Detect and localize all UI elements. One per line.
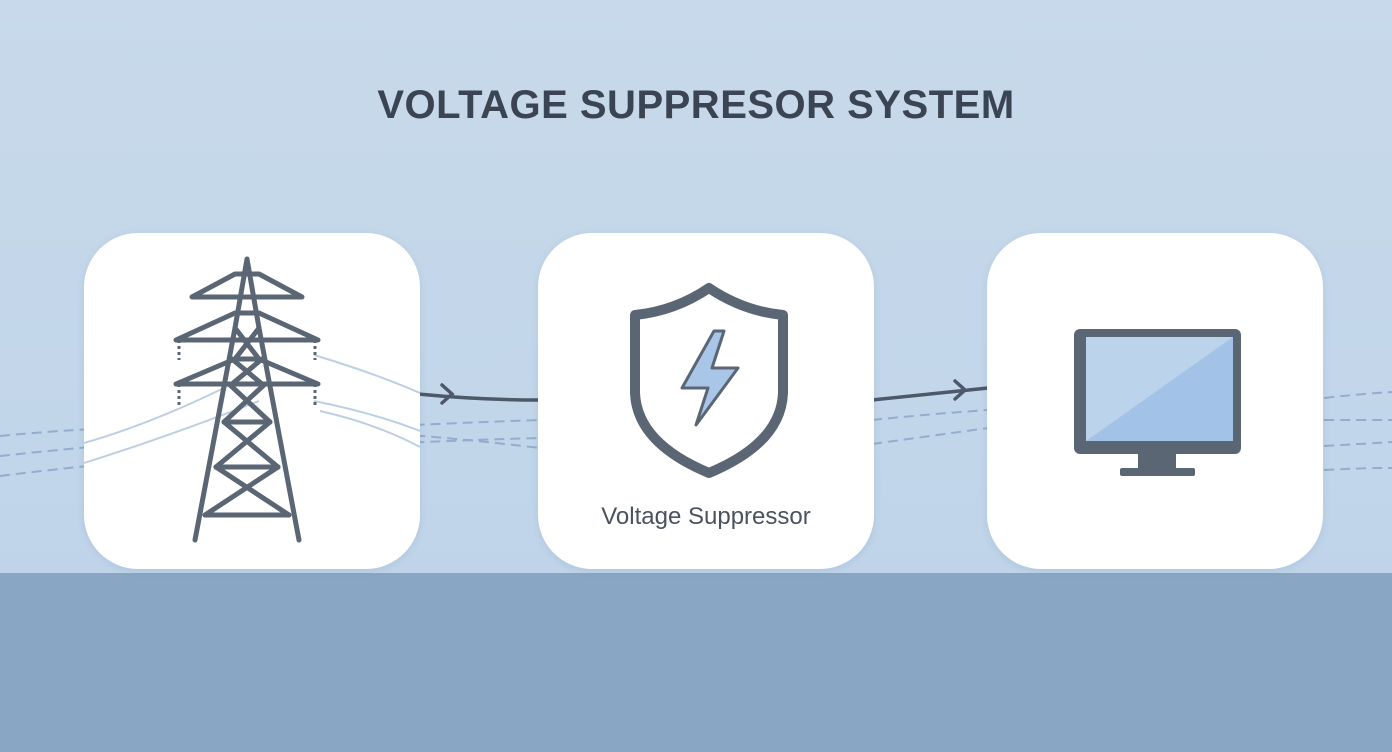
voltage-suppressor-card: Voltage Suppressor bbox=[538, 233, 874, 569]
monitor-icon bbox=[1074, 329, 1241, 476]
ground-band bbox=[0, 573, 1392, 752]
power-source-card bbox=[84, 233, 420, 569]
dashed-wire-right-1 bbox=[1323, 391, 1392, 399]
page-title: VOLTAGE SUPPRESOR SYSTEM bbox=[377, 83, 1015, 127]
dashed-wire-mid-1 bbox=[871, 409, 989, 421]
dashed-wire-right-4 bbox=[1323, 467, 1392, 471]
dashed-wire-right-3 bbox=[1323, 441, 1392, 447]
arrow-icon bbox=[953, 379, 968, 401]
wire-suppressor-to-device bbox=[870, 386, 990, 402]
dashed-wire-left-2 bbox=[0, 419, 541, 457]
protected-device-card bbox=[987, 233, 1323, 569]
arrow-icon bbox=[440, 383, 455, 405]
wire-source-to-suppressor bbox=[416, 392, 542, 402]
lightning-bolt-icon bbox=[680, 329, 740, 427]
shield-lightning-icon bbox=[630, 283, 788, 478]
dashed-wire-left-1 bbox=[0, 425, 541, 449]
suppressor-label: Voltage Suppressor bbox=[601, 503, 811, 530]
transmission-tower-icon bbox=[84, 256, 420, 543]
dashed-wire-mid-2 bbox=[871, 427, 989, 445]
